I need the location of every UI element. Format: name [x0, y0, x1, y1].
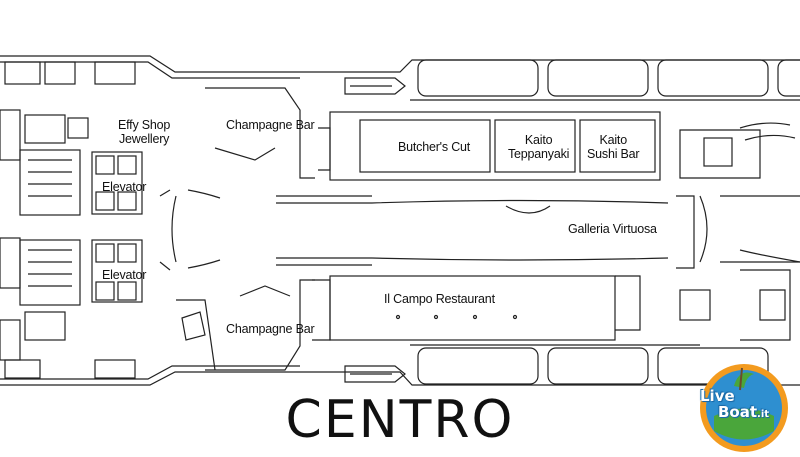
- logo-line2: Boat: [718, 403, 758, 421]
- liveboat-logo: [700, 364, 788, 452]
- label-il-campo: Il Campo Restaurant: [384, 292, 495, 306]
- label-jewellery: Jewellery: [118, 132, 170, 146]
- label-kaito-sushi-line2: Sushi Bar: [587, 147, 640, 161]
- lifeboats-bottom: [344, 344, 769, 385]
- label-effy-shop: Effy Shop Jewellery: [118, 118, 170, 146]
- liveboat-logo-text: Live Boat.it: [700, 388, 790, 423]
- label-champagne-bar-top: Champagne Bar: [226, 118, 315, 132]
- logo-line1: Live: [700, 387, 735, 405]
- lifeboats-top: [344, 59, 800, 101]
- champagne-bar-areas: [176, 87, 315, 371]
- label-butchers-cut: Butcher's Cut: [398, 140, 471, 154]
- label-kaito-sushi: Kaito Sushi Bar: [587, 133, 640, 161]
- label-kaito-teppanyaki-line1: Kaito: [524, 133, 553, 147]
- elevator-banks: [91, 151, 143, 303]
- label-elevator-top: Elevator: [102, 180, 147, 194]
- fore-rooms: [0, 61, 136, 379]
- label-kaito-teppanyaki-line2: Teppanyaki: [508, 147, 570, 161]
- label-kaito-sushi-line1: Kaito: [599, 133, 627, 147]
- galleria-corridor: [159, 189, 800, 271]
- label-kaito-teppanyaki: Kaito Teppanyaki: [508, 133, 569, 161]
- label-galleria-virtuosa: Galleria Virtuosa: [568, 222, 657, 236]
- hull-outline: [0, 55, 800, 386]
- restaurants-upper: [318, 111, 796, 181]
- logo-tld: .it: [757, 409, 770, 420]
- deck-title: CENTRO: [285, 390, 515, 450]
- label-champagne-bar-bottom: Champagne Bar: [226, 322, 315, 336]
- restaurants-lower: [312, 269, 791, 341]
- logo-line2-wrap: Boat.it: [700, 404, 790, 423]
- label-elevator-bottom: Elevator: [102, 268, 147, 282]
- label-effy-shop-line1: Effy Shop: [118, 118, 171, 132]
